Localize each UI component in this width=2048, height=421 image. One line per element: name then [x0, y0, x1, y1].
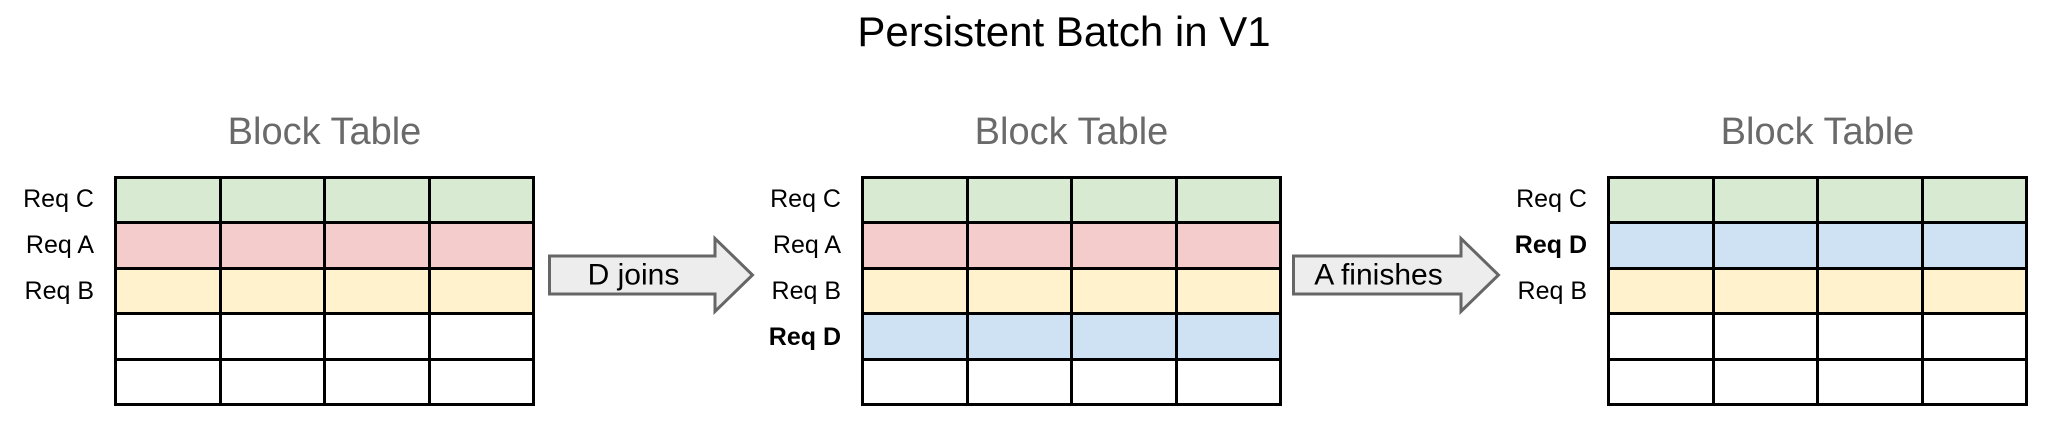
arrow-label: D joins: [588, 259, 680, 292]
block-cell: [1819, 224, 1921, 267]
block-cell: [1610, 224, 1712, 267]
row-label: [0, 360, 94, 406]
block-table-grid: [1607, 176, 2028, 406]
row-label: Req C: [1516, 184, 1587, 213]
block-cell: [1073, 179, 1175, 222]
block-cell: [117, 315, 219, 358]
row-label: [1387, 360, 1587, 406]
page-title: Persistent Batch in V1: [857, 8, 1271, 55]
row-labels-column: Req C Req A Req B Req D: [641, 176, 841, 406]
block-table-heading: Block Table: [974, 111, 1169, 153]
block-cell: [968, 224, 1070, 267]
block-cell: [1923, 269, 2025, 313]
block-cell: [1177, 360, 1279, 403]
row-label: Req A: [25, 230, 94, 259]
block-cell: [1073, 360, 1175, 403]
block-cell: [221, 315, 323, 358]
block-cell: [117, 360, 219, 403]
transition-arrow-icon: D joins: [548, 234, 755, 316]
block-cell: [1610, 360, 1712, 403]
block-cell: [221, 360, 323, 403]
block-cell: [1073, 315, 1175, 358]
block-cell: [221, 224, 323, 267]
block-cell: [968, 179, 1070, 222]
block-cell: [221, 179, 323, 222]
row-label: Req D: [768, 322, 841, 351]
block-cell: [1923, 360, 2025, 403]
block-cell: [1177, 179, 1279, 222]
row-label: Req D: [1514, 230, 1587, 259]
block-cell: [864, 224, 966, 267]
block-cell: [864, 179, 966, 222]
block-cell: [1819, 315, 1921, 358]
row-label: Req A: [772, 230, 841, 259]
block-cell: [1714, 360, 1816, 403]
block-cell: [1923, 224, 2025, 267]
block-cell: [117, 179, 219, 222]
arrow-shape: [548, 234, 755, 316]
block-cell: [968, 315, 1070, 358]
block-cell: [221, 269, 323, 313]
block-cell: [1073, 269, 1175, 313]
row-label: Req C: [770, 184, 841, 213]
block-cell: [1714, 315, 1816, 358]
block-cell: [1714, 269, 1816, 313]
block-cell: [1819, 269, 1921, 313]
block-cell: [864, 315, 966, 358]
block-cell: [1610, 269, 1712, 313]
block-cell: [1177, 315, 1279, 358]
row-label: [1387, 314, 1587, 360]
row-label: Req B: [771, 276, 841, 305]
block-cell: [1177, 269, 1279, 313]
block-cell: [430, 179, 532, 222]
row-label: Req C: [23, 184, 94, 213]
block-cell: [117, 224, 219, 267]
block-cell: [1177, 224, 1279, 267]
block-cell: [326, 360, 428, 403]
block-cell: [1714, 224, 1816, 267]
block-cell: [430, 315, 532, 358]
block-cell: [326, 224, 428, 267]
block-cell: [1610, 179, 1712, 222]
block-cell: [326, 315, 428, 358]
block-cell: [1819, 179, 1921, 222]
block-cell: [1714, 179, 1816, 222]
block-table-heading: Block Table: [1720, 111, 1915, 153]
block-cell: [1819, 360, 1921, 403]
block-cell: [1073, 224, 1175, 267]
block-cell: [117, 269, 219, 313]
block-table-grid: [114, 176, 535, 406]
arrow-shape: [1292, 234, 1501, 316]
block-cell: [430, 360, 532, 403]
block-cell: [1923, 179, 2025, 222]
block-cell: [968, 269, 1070, 313]
block-table-grid: [861, 176, 1282, 406]
block-cell: [326, 269, 428, 313]
block-cell: [1610, 315, 1712, 358]
block-cell: [430, 269, 532, 313]
row-labels-column: Req C Req D Req B: [1387, 176, 1587, 406]
block-cell: [326, 179, 428, 222]
block-cell: [864, 360, 966, 403]
row-label: [641, 360, 841, 406]
transition-arrow-icon: A finishes: [1292, 234, 1501, 316]
row-label: [0, 314, 94, 360]
arrow-label: A finishes: [1314, 259, 1442, 292]
block-table-heading: Block Table: [227, 111, 422, 153]
block-cell: [1923, 315, 2025, 358]
row-label: Req B: [1517, 276, 1587, 305]
row-labels-column: Req C Req A Req B: [0, 176, 94, 406]
row-label: Req B: [24, 276, 94, 305]
block-cell: [430, 224, 532, 267]
block-cell: [864, 269, 966, 313]
block-cell: [968, 360, 1070, 403]
